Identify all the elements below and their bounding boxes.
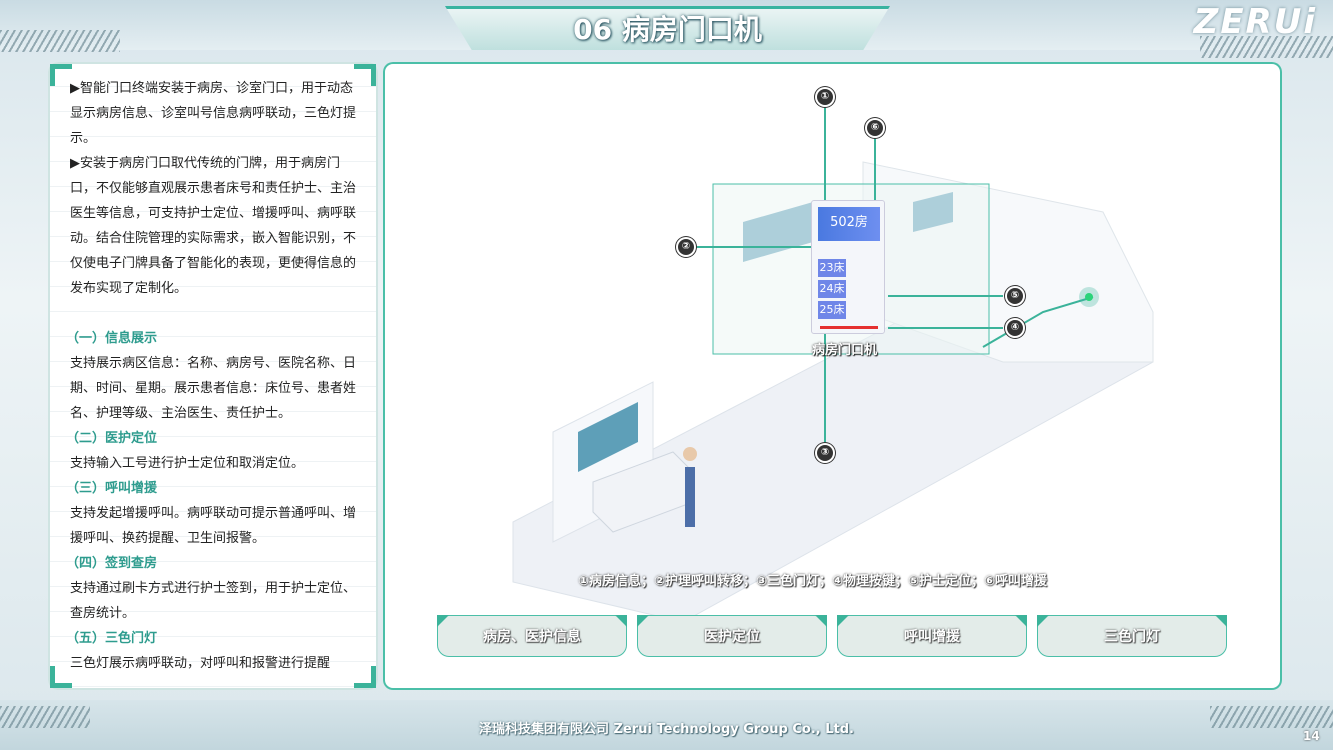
corner-decor <box>50 64 72 86</box>
corner-decor <box>354 666 376 688</box>
page-number: 14 <box>1303 729 1320 743</box>
section-heading: （三）呼叫增援 <box>66 481 158 496</box>
staff-locate-button[interactable]: 医护定位 <box>637 615 827 657</box>
intro-paragraph: ▶安装于病房门口取代传统的门牌，用于病房门口，不仅能够直观展示患者床号和责任护士… <box>70 156 357 296</box>
person-figure <box>685 467 695 527</box>
tricolor-light <box>820 326 878 329</box>
ward-illustration <box>512 97 1154 623</box>
decor-stripes <box>1210 706 1333 728</box>
description-panel: ▶智能门口终端安装于病房、诊室门口，用于动态显示病房信息、诊室叫号信息病呼联动，… <box>48 62 378 690</box>
section-heading: （一）信息展示 <box>66 331 158 346</box>
tricolor-light-button[interactable]: 三色门灯 <box>1037 615 1227 657</box>
section-body: 支持发起增援呼叫。病呼联动可提示普通呼叫、增援呼叫、换药提醒、卫生间报警。 <box>70 506 357 546</box>
decor-stripes <box>0 30 120 52</box>
page-title: 06 病房门口机 <box>573 13 762 46</box>
legend: ①病房信息；②护理呼叫转移；③三色门灯；④物理按键；⑤护士定位；⑥呼叫增援 <box>578 574 1048 589</box>
decor-stripes <box>0 706 90 728</box>
corner-decor <box>354 64 376 86</box>
logo: ZERUi <box>1193 2 1317 42</box>
bed-display: 24床 <box>818 280 846 298</box>
marker-2: ② <box>678 239 694 255</box>
section-body: 支持输入工号进行护士定位和取消定位。 <box>70 456 305 471</box>
room-display: 502房 <box>818 207 880 241</box>
corner-decor <box>50 666 72 688</box>
ward-info-button[interactable]: 病房、医护信息 <box>437 615 627 657</box>
screen-board-icon <box>578 402 638 472</box>
device-label: 病房门口机 <box>812 343 878 358</box>
section-heading: （二）医护定位 <box>66 431 158 446</box>
marker-3: ③ <box>817 445 833 461</box>
description-text: ▶智能门口终端安装于病房、诊室门口，用于动态显示病房信息、诊室叫号信息病呼联动，… <box>66 76 362 676</box>
bed-display: 25床 <box>818 301 846 319</box>
signal-dot <box>1085 293 1093 301</box>
section-body: 三色灯展示病呼联动，对呼叫和报警进行提醒 <box>70 656 331 671</box>
intro-paragraph: ▶智能门口终端安装于病房、诊室门口，用于动态显示病房信息、诊室叫号信息病呼联动，… <box>70 81 357 146</box>
title-banner <box>445 6 890 50</box>
marker-4: ④ <box>1007 320 1023 336</box>
marker-6: ⑥ <box>867 120 883 136</box>
decor-stripes <box>1200 36 1333 58</box>
door-terminal-device: 502房 23床 24床 25床 <box>811 200 885 334</box>
marker-5: ⑤ <box>1007 288 1023 304</box>
company-name: 泽瑞科技集团有限公司 Zerui Technology Group Co., L… <box>479 722 854 737</box>
section-heading: （四）签到查房 <box>66 556 158 571</box>
section-body: 支持展示病区信息：名称、病房号、医院名称、日期、时间、星期。展示患者信息：床位号… <box>70 356 357 421</box>
person-head <box>683 447 697 461</box>
section-heading: （五）三色门灯 <box>66 631 158 646</box>
call-assist-button[interactable]: 呼叫增援 <box>837 615 1027 657</box>
section-body: 支持通过刷卡方式进行护士签到，用于护士定位、查房统计。 <box>70 581 357 621</box>
footer <box>0 700 1333 750</box>
marker-1: ① <box>817 89 833 105</box>
bed-display: 23床 <box>818 259 846 277</box>
